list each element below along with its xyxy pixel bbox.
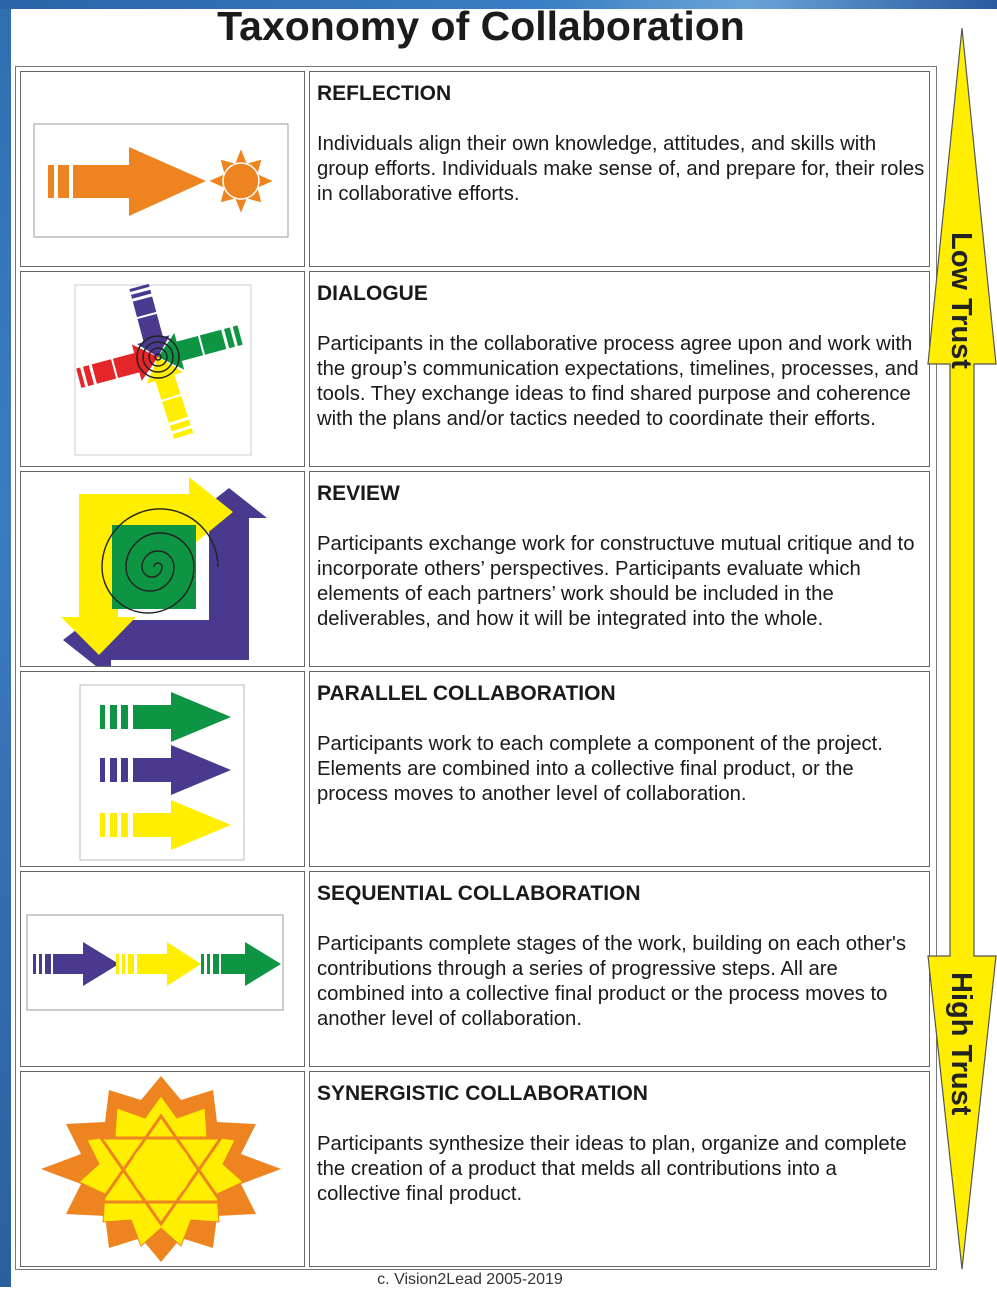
review-text-cell: REVIEW Participants exchange work for co… — [309, 471, 930, 667]
row-description: Participants work to each complete a com… — [317, 733, 883, 805]
table-row-review: REVIEW Participants exchange work for co… — [20, 471, 930, 667]
review-icon-cell — [20, 471, 305, 667]
reflection-text-cell: REFLECTION Individuals align their own k… — [309, 71, 930, 267]
top-accent-band — [0, 0, 997, 9]
table-row-parallel: PARALLEL COLLABORATION Participants work… — [20, 671, 930, 867]
row-description: Individuals align their own knowledge, a… — [317, 133, 925, 205]
page-title: Taxonomy of Collaboration — [217, 3, 745, 49]
row-description: Participants complete stages of the work… — [317, 933, 906, 1030]
left-accent-strip — [0, 0, 11, 1287]
row-description: Participants exchange work for construct… — [317, 533, 915, 630]
row-title: REVIEW — [317, 482, 400, 505]
sequential-icon — [26, 914, 284, 1011]
trust-double-arrow — [927, 27, 997, 1270]
reflection-icon-cell — [20, 71, 305, 267]
parallel-icon — [79, 684, 245, 861]
table-row-synergistic: SYNERGISTIC COLLABORATION Participants s… — [20, 1071, 930, 1267]
sequential-text-cell: SEQUENTIAL COLLABORATION Participants co… — [309, 871, 930, 1067]
synergistic-icon — [41, 1076, 281, 1262]
table-row-sequential: SEQUENTIAL COLLABORATION Participants co… — [20, 871, 930, 1067]
copyright-text: c. Vision2Lead 2005-2019 — [377, 1271, 563, 1288]
row-title: SYNERGISTIC COLLABORATION — [317, 1082, 648, 1105]
row-title: REFLECTION — [317, 82, 452, 105]
table-row-reflection: REFLECTION Individuals align their own k… — [20, 71, 930, 267]
dialogue-icon-cell — [20, 271, 305, 467]
high-trust-label: High Trust — [945, 972, 977, 1116]
parallel-text-cell: PARALLEL COLLABORATION Participants work… — [309, 671, 930, 867]
row-description: Participants synthesize their ideas to p… — [317, 1133, 907, 1205]
synergistic-icon-cell — [20, 1071, 305, 1267]
sequential-icon-cell — [20, 871, 305, 1067]
review-icon — [61, 477, 267, 666]
parallel-icon-cell — [20, 671, 305, 867]
table-row-dialogue: DIALOGUE Participants in the collaborati… — [20, 271, 930, 467]
row-description: Participants in the collaborative proces… — [317, 333, 919, 430]
dialogue-text-cell: DIALOGUE Participants in the collaborati… — [309, 271, 930, 467]
table-frame — [15, 66, 937, 1270]
low-trust-label: Low Trust — [945, 232, 977, 369]
synergistic-text-cell: SYNERGISTIC COLLABORATION Participants s… — [309, 1071, 930, 1267]
row-title: DIALOGUE — [317, 282, 428, 305]
dialogue-icon — [74, 283, 252, 456]
reflection-icon — [33, 123, 289, 238]
row-title: SEQUENTIAL COLLABORATION — [317, 882, 641, 905]
row-title: PARALLEL COLLABORATION — [317, 682, 616, 705]
